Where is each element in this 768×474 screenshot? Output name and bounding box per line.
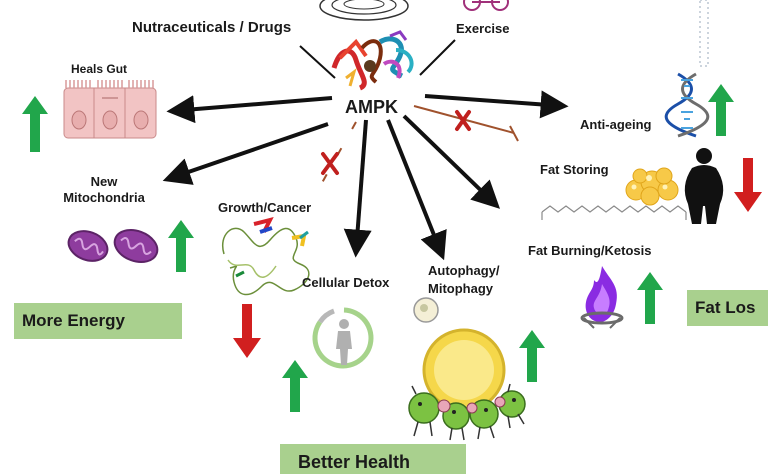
label-autophagy: Autophagy/ Mitophagy [428, 263, 500, 296]
up-arrow-mitochondria [168, 220, 194, 272]
ampk-protein-icon [331, 30, 414, 91]
obese-person-icon [684, 148, 724, 224]
protein-strand-icon [221, 217, 310, 296]
box-fat-loss: Fat Los [687, 290, 768, 326]
up-arrow-heals-gut [22, 96, 48, 152]
label-growth-cancer: Growth/Cancer [218, 200, 312, 215]
human-body-icon [312, 307, 374, 369]
arrow-to-heals-gut [166, 95, 333, 124]
gauge-icon [699, 0, 709, 67]
box-better-health: Better Health [280, 444, 466, 474]
down-arrow-growth [233, 304, 261, 358]
inhibit-x-growth [321, 152, 339, 175]
up-arrow-cellular-detox [282, 360, 308, 412]
inhibit-line-growth [317, 121, 357, 191]
label-ampk: AMPK [345, 97, 398, 117]
arrow-to-autophagy [386, 119, 447, 261]
up-arrow-anti-ageing [708, 84, 734, 136]
label-heals-gut: Heals Gut [71, 62, 128, 76]
arrow-to-fat-burning [402, 114, 501, 209]
label-nutraceuticals: Nutraceuticals / Drugs [132, 19, 292, 36]
inhibit-bar-fat-storing [509, 125, 519, 142]
lysosome-icon [408, 297, 526, 441]
arrow-to-mitochondria [162, 122, 329, 185]
label-anti-ageing: Anti-ageing [580, 117, 652, 132]
down-arrow-fat-storing [734, 158, 762, 212]
label-exercise: Exercise [456, 21, 510, 36]
fat-globules-icon [625, 167, 679, 206]
plate-icon [319, 0, 409, 21]
gut-cells-icon [63, 80, 157, 139]
label-fat-storing: Fat Storing [540, 162, 609, 177]
input-line-right [419, 39, 456, 76]
arrow-to-cellular-detox [343, 119, 372, 258]
input-line-left [299, 45, 336, 79]
dna-icon [664, 72, 710, 138]
box-more-energy: More Energy [14, 303, 182, 339]
inhibit-x-fat-storing [455, 110, 471, 131]
label-fat-burning: Fat Burning/Ketosis [528, 243, 652, 258]
up-arrow-autophagy [519, 330, 545, 382]
arrow-to-anti-ageing [424, 90, 569, 119]
mitochondria-icon [67, 229, 159, 263]
label-new-mitochondria: New Mitochondria [63, 174, 145, 206]
flame-icon [580, 266, 624, 329]
fatty-acid-chain-icon [541, 205, 687, 220]
up-arrow-fat-burning [637, 272, 663, 324]
bicycle-icon [463, 0, 509, 11]
label-cellular-detox: Cellular Detox [302, 275, 390, 290]
